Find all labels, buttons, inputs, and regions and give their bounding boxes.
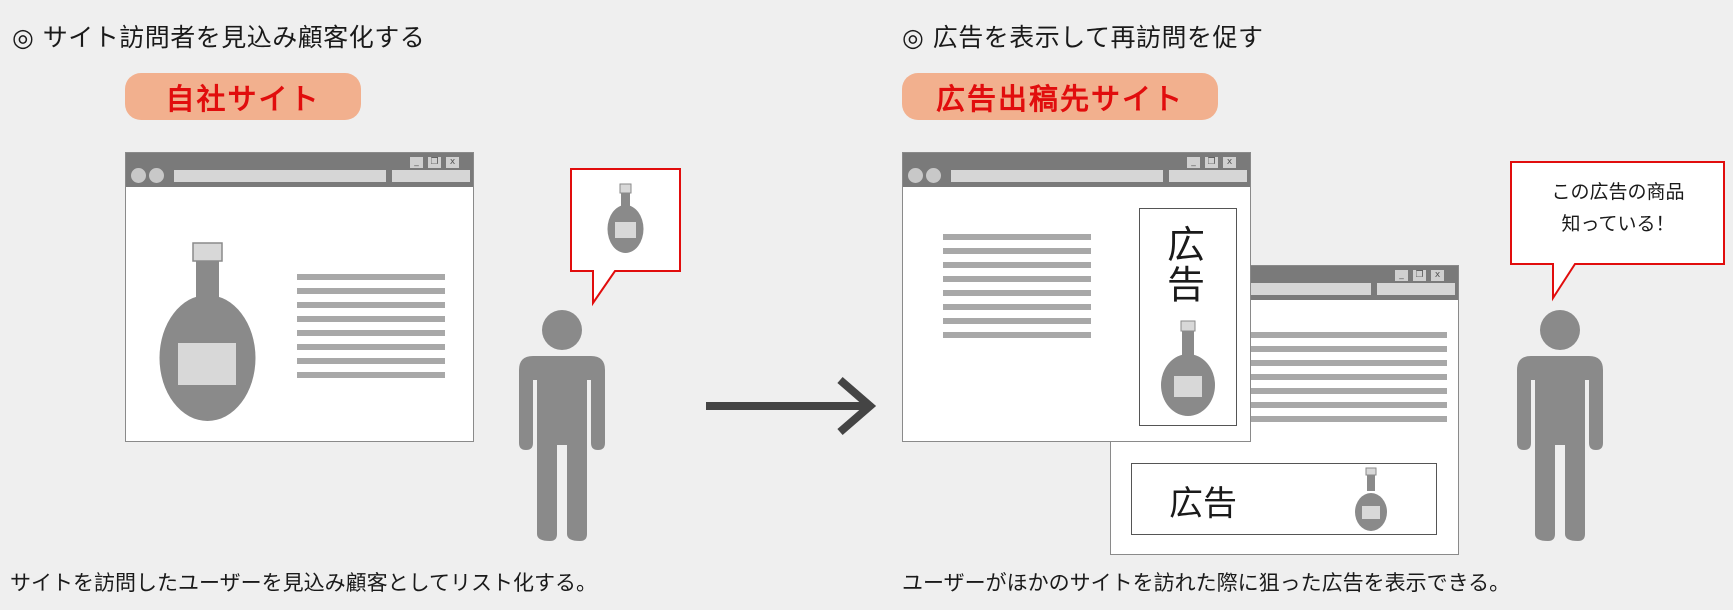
address-bar — [951, 170, 1163, 182]
right-caption: ユーザーがほかのサイトを訪れた際に狙った広告を表示できる。 — [902, 571, 1511, 595]
window-titlebar: _ ❐ x — [126, 153, 473, 187]
ad-banner-bottle-icon — [1355, 467, 1387, 531]
bubble-line-2: 知っている！ — [1561, 213, 1675, 235]
bubble-line-1: この広告の商品 — [1551, 181, 1685, 203]
left-heading: ◎ サイト訪問者を見込み顧客化する — [12, 23, 426, 52]
text-line — [297, 330, 445, 336]
text-line — [943, 248, 1091, 254]
text-line — [297, 358, 445, 364]
bubble-text: この広告の商品 知っている！ — [1512, 176, 1724, 240]
text-line — [1251, 402, 1447, 408]
close-icon: x — [1223, 157, 1236, 168]
ad-banner-label: 広告 — [1169, 484, 1237, 524]
minimize-icon: _ — [410, 157, 423, 168]
text-line — [297, 302, 445, 308]
ad-sidebar-label-2: 告 — [1167, 263, 1206, 307]
ad-site-browser-window-front: _ ❐ x 広 告 — [902, 152, 1251, 442]
search-bar — [392, 170, 470, 182]
text-lines — [297, 274, 445, 386]
text-line — [1251, 374, 1447, 380]
memory-speech-bubble — [570, 168, 681, 307]
close-icon: x — [1431, 270, 1444, 281]
text-line — [943, 262, 1091, 268]
ad-site-label: 広告出稿先サイト — [902, 73, 1218, 120]
text-line — [943, 290, 1091, 296]
left-caption: サイトを訪問したユーザーを見込み顧客としてリスト化する。 — [10, 571, 597, 595]
maximize-icon: ❐ — [428, 157, 441, 168]
text-line — [297, 288, 445, 294]
window-dot — [149, 168, 164, 183]
text-line — [297, 344, 445, 350]
text-line — [943, 304, 1091, 310]
close-icon: x — [446, 157, 459, 168]
minimize-icon: _ — [1395, 270, 1408, 281]
window-dot — [926, 168, 941, 183]
arrow-right-icon — [706, 376, 877, 436]
text-line — [943, 318, 1091, 324]
text-line — [943, 276, 1091, 282]
own-site-browser-window: _ ❐ x — [125, 152, 474, 442]
product-bottle-icon — [159, 242, 256, 421]
visitor-person-icon — [519, 310, 605, 541]
text-line — [1251, 388, 1447, 394]
text-lines — [1251, 332, 1447, 430]
own-site-label: 自社サイト — [125, 73, 361, 120]
window-dot — [908, 168, 923, 183]
ad-sidebar: 広 告 — [1139, 208, 1237, 426]
window-dot — [131, 168, 146, 183]
text-line — [1251, 346, 1447, 352]
right-heading: ◎ 広告を表示して再訪問を促す — [902, 23, 1264, 52]
recognition-speech-bubble — [1510, 161, 1725, 302]
ad-banner: 広告 — [1131, 463, 1437, 535]
text-lines — [943, 234, 1091, 346]
search-bar — [1169, 170, 1247, 182]
search-bar — [1377, 283, 1455, 295]
ad-sidebar-label-1: 広 — [1167, 223, 1206, 267]
returning-person-icon — [1517, 310, 1603, 541]
ad-sidebar-bottle-icon — [1161, 320, 1215, 416]
text-line — [943, 332, 1091, 338]
maximize-icon: ❐ — [1205, 157, 1218, 168]
text-line — [943, 234, 1091, 240]
text-line — [297, 316, 445, 322]
text-line — [297, 274, 445, 280]
text-line — [1251, 360, 1447, 366]
address-bar — [174, 170, 386, 182]
maximize-icon: ❐ — [1413, 270, 1426, 281]
text-line — [1251, 332, 1447, 338]
minimize-icon: _ — [1187, 157, 1200, 168]
text-line — [297, 372, 445, 378]
text-line — [1251, 416, 1447, 422]
window-titlebar: _ ❐ x — [903, 153, 1250, 187]
